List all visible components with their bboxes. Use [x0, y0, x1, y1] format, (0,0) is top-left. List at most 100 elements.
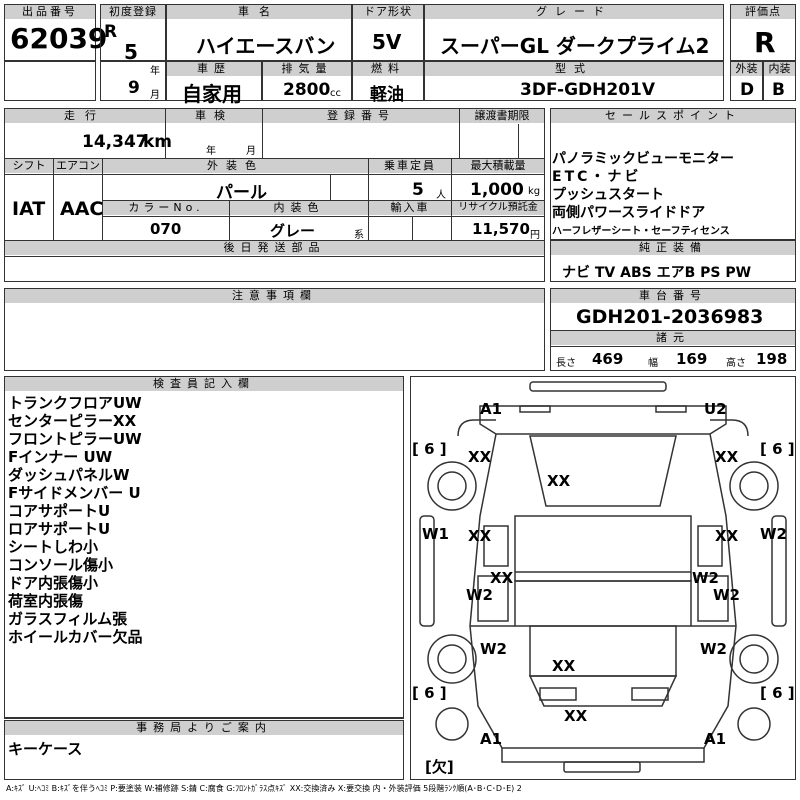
office-cell [4, 720, 404, 780]
damage-label: W2 [466, 586, 493, 604]
door-cell [352, 4, 424, 61]
model: 3DF-GDH201V [520, 80, 656, 100]
chassis-cell [550, 288, 796, 371]
equipment-items: ナビ TV ABS エアB PS PW [562, 265, 752, 281]
grade-cell [424, 4, 724, 61]
damage-label: XX [564, 707, 588, 725]
sales-point: ハーフレザーシート・セーフティセンス [552, 226, 730, 237]
damage-label: A1 [480, 400, 503, 418]
exterior-score: D [740, 80, 755, 100]
capacity-header: 乗車定員 [369, 159, 451, 173]
history-cell [166, 61, 262, 101]
sales-point: ETC・ナビ [552, 169, 642, 185]
load-unit: kg [528, 186, 541, 197]
sales-point: プッシュスタート [552, 187, 664, 203]
month-cell [100, 61, 166, 101]
exterior-header: 外装 [731, 62, 762, 76]
damage-label: W2 [700, 640, 727, 658]
interior-score: B [772, 80, 785, 100]
month-unit: 月 [150, 90, 160, 101]
mileage-header: 走行 [5, 109, 165, 123]
exterior-color: パール [216, 183, 267, 203]
ac-header: エアコン [54, 159, 102, 173]
capacity-unit: 人 [436, 190, 446, 201]
inspector-note: Fインナー UW [8, 448, 113, 466]
ac: AAC [60, 198, 104, 220]
height-label: 高さ [726, 358, 746, 369]
era: R [104, 22, 118, 42]
inspector-note: ドア内張傷小 [8, 574, 99, 592]
inspect-month-unit: 月 [246, 146, 256, 157]
length-label: 長さ [556, 358, 576, 369]
mileage: 14,347 [82, 132, 148, 152]
damage-label: XX [490, 569, 514, 587]
lot-spacer-cell [4, 61, 96, 101]
chassis-number: GDH201-2036983 [576, 306, 764, 328]
inspector-note: シートしわ小 [8, 538, 99, 556]
legend: A:ｷｽﾞ U:ﾍｺﾐ B:ｷｽﾞを伴うﾍｺﾐ P:要塗装 W:補修跡 S:錆 … [6, 784, 522, 793]
reg-number-header: 登録番号 [263, 109, 459, 123]
mid-table [4, 108, 545, 282]
displacement-unit: cc [330, 88, 341, 99]
shift: IAT [12, 198, 46, 220]
inspector-note: コアサポートU [8, 502, 111, 520]
color-no-header: カラーNo. [103, 201, 229, 215]
width-label: 幅 [648, 358, 658, 369]
car-name: ハイエースバン [196, 34, 336, 58]
door-header: ドア形状 [353, 5, 423, 19]
year-unit: 年 [150, 66, 160, 77]
sales-point: 両側パワースライドドア [552, 205, 706, 221]
width: 169 [676, 350, 708, 368]
mileage-unit: km [143, 132, 173, 152]
displacement: 2800 [283, 80, 331, 100]
sales-points-header: セールスポイント [551, 109, 795, 123]
int-color-header: 内装色 [230, 201, 368, 215]
inspector-header: 検査員記入欄 [5, 377, 403, 391]
inspector-note: トランクフロアUW [8, 394, 142, 412]
damage-label: W1 [422, 525, 449, 543]
inspector-note: フロントピラーUW [8, 430, 142, 448]
fuel-header: 燃料 [353, 62, 423, 76]
caution-header: 注意事項欄 [5, 289, 544, 303]
color-number: 070 [150, 220, 182, 238]
car-diagram [410, 376, 796, 780]
first-registration-cell [100, 4, 166, 61]
inspect-year-unit: 年 [206, 146, 216, 157]
fuel: 軽油 [370, 85, 404, 105]
color-header: 外装色 [103, 159, 368, 173]
damage-label: XX [547, 472, 571, 490]
lot-number: 62039 [10, 22, 108, 55]
chassis-header: 車台番号 [551, 289, 795, 303]
interior-header: 内装 [764, 62, 795, 76]
interior-color: グレー [270, 222, 316, 240]
history: 自家用 [182, 82, 242, 106]
damage-label: XX [468, 448, 492, 466]
first-registration-header: 初度登録 [101, 5, 165, 19]
inspector-note: ダッシュパネルW [8, 466, 130, 484]
inspector-note: コンソール傷小 [8, 556, 114, 574]
inspector-note: 荷室内張傷 [8, 592, 84, 610]
lot-number-header: 出品番号 [5, 5, 95, 19]
car-name-header: 車名 [167, 5, 351, 19]
damage-label: W2 [692, 569, 719, 587]
import-header: 輸入車 [369, 201, 451, 215]
damage-label: [ 6 ] [412, 440, 447, 458]
inspector-note: ガラスフィルム張 [8, 610, 128, 628]
later-parts-header: 後日発送部品 [5, 241, 544, 255]
sales-points-cell [550, 108, 796, 240]
reg-month: 9 [128, 78, 140, 98]
inspector-note: センターピラーXX [8, 412, 137, 430]
shift-header: シフト [5, 159, 53, 173]
fuel-cell [352, 61, 424, 101]
sales-point: パノラミックビューモニター [552, 151, 734, 167]
equipment-cell [550, 240, 796, 282]
int-color-unit: 系 [354, 230, 364, 241]
model-header: 型式 [425, 62, 723, 76]
damage-label: [ 6 ] [760, 440, 795, 458]
history-header: 車歴 [167, 62, 261, 76]
inspector-note: ロアサポートU [8, 520, 111, 538]
inspector-cell [4, 376, 404, 718]
grade: スーパーGL ダークプライム2 [440, 34, 710, 58]
damage-label: A1 [704, 730, 727, 748]
length: 469 [592, 350, 624, 368]
